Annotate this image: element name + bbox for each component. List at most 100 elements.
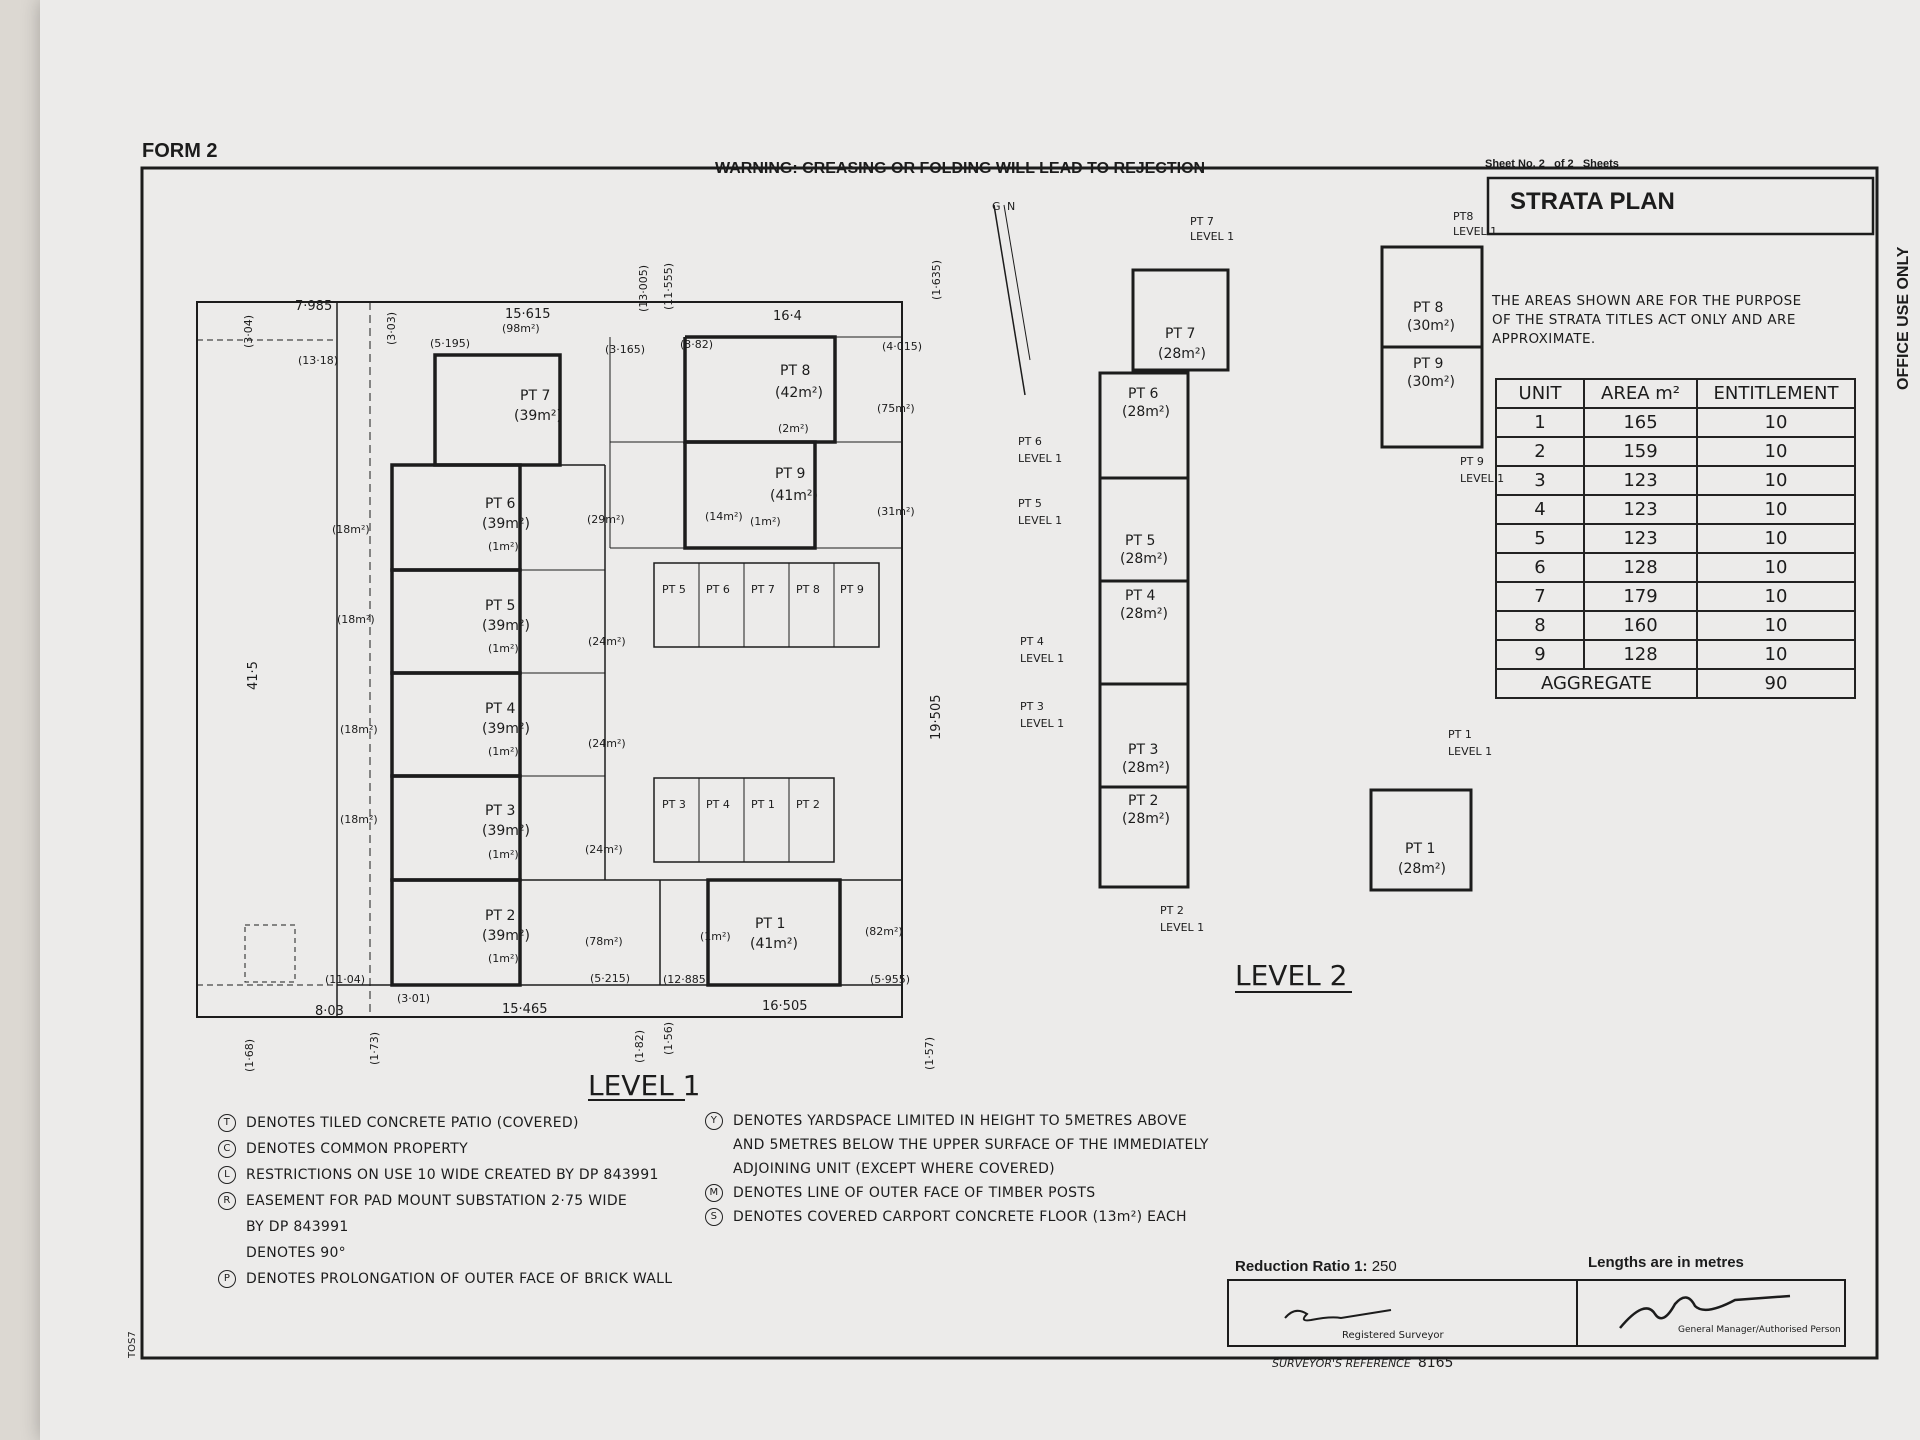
- legend-symbol-icon: T: [218, 1114, 236, 1132]
- lengths-note: Lengths are in metres: [1588, 1254, 1744, 1271]
- level2-plan: [993, 204, 1484, 892]
- legend-symbol-icon: C: [218, 1140, 236, 1158]
- surveyor-label: Registered Surveyor: [1342, 1330, 1444, 1341]
- callout-pt8-level: LEVEL 1: [1453, 225, 1497, 238]
- level1-plan: [196, 301, 903, 1018]
- l1-pt5-patio: (1m²): [488, 642, 519, 655]
- legend-text: DENOTES COMMON PROPERTY: [246, 1141, 468, 1157]
- dim-13-005: (13·005): [637, 265, 650, 312]
- dim-bottom-left: 8·03: [315, 1004, 344, 1019]
- l1-pt8-area: (42m²): [775, 385, 823, 401]
- legend-symbol-icon: M: [705, 1184, 723, 1202]
- l2-pt6-name: PT 6: [1128, 386, 1158, 402]
- legend-item: ADJOINING UNIT (EXCEPT WHERE COVERED): [705, 1160, 1055, 1178]
- dim-13-18: (13·18): [298, 354, 338, 367]
- l2-pt3-name: PT 3: [1128, 742, 1158, 758]
- dim-3-165: (3·165): [605, 343, 645, 356]
- yard-14: (14m²): [705, 510, 743, 523]
- callout-pt9-level: LEVEL 1: [1460, 472, 1504, 485]
- legend-text: BY DP 843991: [246, 1219, 349, 1235]
- area-cell: 128: [1583, 552, 1698, 583]
- unit-cell: 1: [1495, 407, 1585, 438]
- col-area: AREA m²: [1583, 378, 1698, 409]
- entitlement-cell: 10: [1696, 407, 1856, 438]
- l1-pt7-name: PT 7: [520, 388, 550, 404]
- l2-pt9-area: (30m²): [1407, 374, 1455, 390]
- l2-pt1-area: (28m²): [1398, 861, 1446, 877]
- area-cell: 123: [1583, 465, 1698, 496]
- dim-11-555: (11·555): [662, 263, 675, 310]
- dim-3-82: (3·82): [680, 338, 713, 351]
- unit-cell: 4: [1495, 494, 1585, 525]
- l2-pt2-name: PT 2: [1128, 793, 1158, 809]
- office-use-label: OFFICE USE ONLY: [1895, 246, 1912, 390]
- l1-pt8-patio: (2m²): [778, 422, 809, 435]
- l2-pt1-name: PT 1: [1405, 841, 1435, 857]
- dim-top-mid: 15·615: [505, 307, 551, 322]
- area-cell: 159: [1583, 436, 1698, 467]
- legend-symbol-icon: L: [218, 1166, 236, 1184]
- yard-78: (78m²): [585, 935, 623, 948]
- area-cell: 165: [1583, 407, 1698, 438]
- entitlement-cell: 10: [1696, 552, 1856, 583]
- callout-pt4: PT 4: [1020, 635, 1044, 648]
- carport-pt1: PT 1: [751, 798, 775, 811]
- carport-pt9: PT 9: [840, 583, 864, 596]
- dim-1-73: (1·73): [368, 1032, 381, 1065]
- carport-pt4: PT 4: [706, 798, 730, 811]
- legend-text: DENOTES COVERED CARPORT CONCRETE FLOOR (…: [733, 1209, 1187, 1225]
- yard-29: (29m²): [587, 513, 625, 526]
- l2-pt9-name: PT 9: [1413, 356, 1443, 372]
- entitlement-cell: 10: [1696, 639, 1856, 670]
- unit-cell: 7: [1495, 581, 1585, 612]
- dim-3-03: (3·03): [385, 312, 398, 345]
- legend-text: ADJOINING UNIT (EXCEPT WHERE COVERED): [733, 1161, 1055, 1177]
- dim-3-01: (3·01): [397, 992, 430, 1005]
- l2-pt2-area: (28m²): [1122, 811, 1170, 827]
- reduction-ratio: Reduction Ratio 1: 250: [1235, 1258, 1397, 1275]
- l1-pt1-area: (41m²): [750, 936, 798, 952]
- legend-item: C DENOTES COMMON PROPERTY: [218, 1140, 468, 1158]
- dim-1-635: (1·635): [930, 260, 943, 300]
- dim-5-215: (5·215): [590, 972, 630, 985]
- title-box: [1486, 176, 1875, 236]
- l1-pt6-area: (39m²): [482, 516, 530, 532]
- callout-pt5: PT 5: [1018, 497, 1042, 510]
- legend-item: BY DP 843991: [218, 1218, 349, 1236]
- l2-pt5-area: (28m²): [1120, 551, 1168, 567]
- plan-drawing: 7·985 15·615 16·4 8·03 15·465 16·505 41·…: [140, 166, 1879, 1360]
- l1-pt2-patio: (1m²): [488, 952, 519, 965]
- l1-pt9-patio: (1m²): [750, 515, 781, 528]
- l2-pt5-name: PT 5: [1125, 533, 1155, 549]
- patio-1: (1m²): [700, 930, 731, 943]
- yard-24-c: (24m²): [585, 843, 623, 856]
- unit-cell: 2: [1495, 436, 1585, 467]
- dim-3-04: (3·04): [242, 315, 255, 348]
- dim-12-885: (12·885): [663, 973, 710, 986]
- l1-pt4-patio: (1m²): [488, 745, 519, 758]
- callout-pt3: PT 3: [1020, 700, 1044, 713]
- carport-pt2: PT 2: [796, 798, 820, 811]
- yard-98: (98m²): [502, 322, 540, 335]
- yard-18-d: (18m²): [340, 813, 378, 826]
- strata-plan-sheet: FORM 2 WARNING: CREASING OR FOLDING WILL…: [40, 0, 1920, 1440]
- l1-pt5-area: (39m²): [482, 618, 530, 634]
- callout-pt6-level: LEVEL 1: [1018, 452, 1062, 465]
- l2-pt8-name: PT 8: [1413, 300, 1443, 316]
- legend-text: DENOTES YARDSPACE LIMITED IN HEIGHT TO 5…: [733, 1113, 1187, 1129]
- l1-pt9-area: (41m²): [770, 488, 818, 504]
- legend-text: DENOTES 90°: [246, 1245, 346, 1261]
- dim-1-68: (1·68): [243, 1039, 256, 1072]
- entitlement-cell: 10: [1696, 465, 1856, 496]
- carport-pt6: PT 6: [706, 583, 730, 596]
- dim-bottom-mid: 15·465: [502, 1002, 548, 1017]
- l1-pt8-name: PT 8: [780, 363, 810, 379]
- unit-cell: 6: [1495, 552, 1585, 583]
- l2-pt3-area: (28m²): [1122, 760, 1170, 776]
